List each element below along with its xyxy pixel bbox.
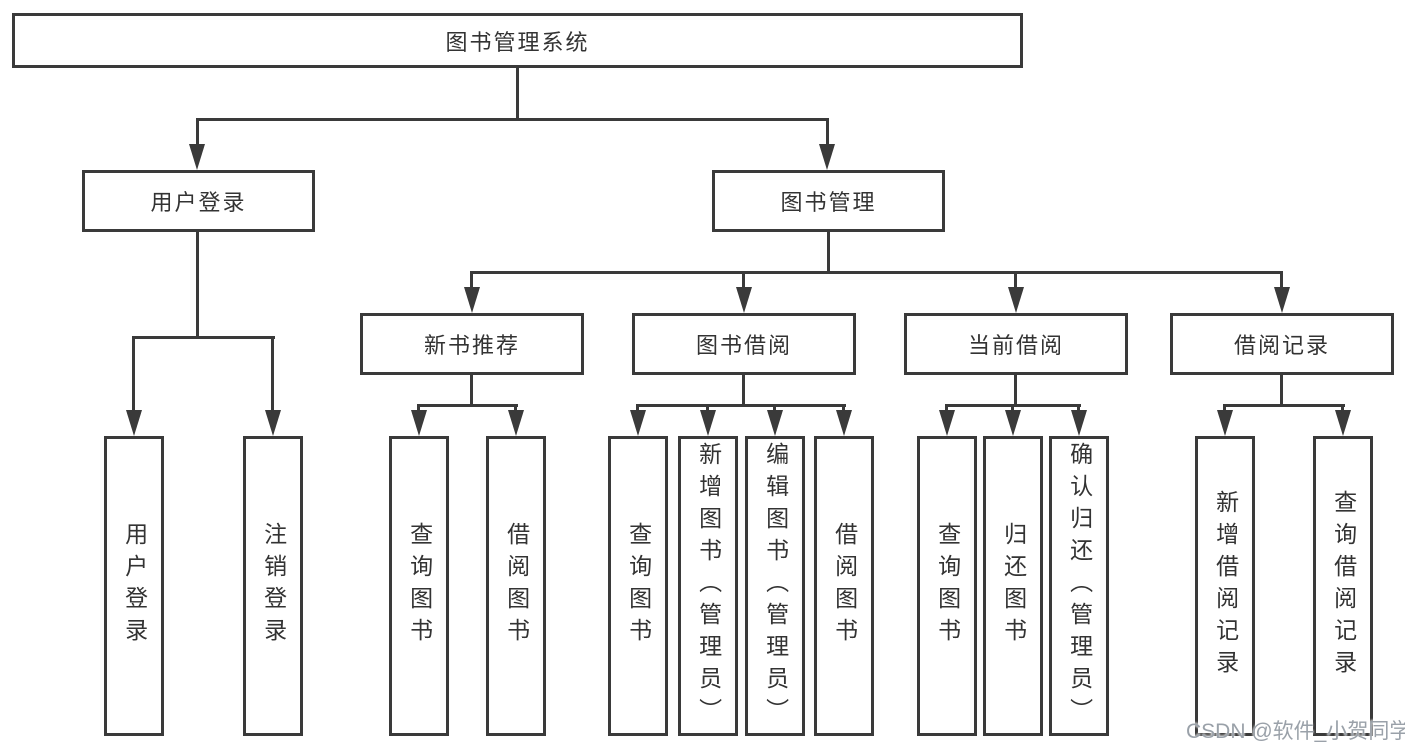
connector-vline (827, 232, 830, 274)
node-label: 用户登录 (150, 190, 247, 215)
node-leaf-query-book-current: 查询图书 (917, 436, 977, 736)
node-label: 注销登录 (260, 522, 287, 650)
connector-vline (1280, 375, 1283, 407)
connector-vline (196, 232, 199, 339)
connector-arrow-down-icon (126, 410, 142, 436)
connector-arrow-down-icon (767, 410, 783, 436)
connector-vline (516, 68, 519, 121)
connector-vline (1014, 375, 1017, 407)
connector-vline (470, 375, 473, 407)
connector-arrow-down-icon (1217, 410, 1233, 436)
node-leaf-add-borrow-record: 新增借阅记录 (1195, 436, 1255, 736)
node-book-management: 图书管理 (712, 170, 945, 232)
connector-vline (1223, 404, 1226, 414)
connector-arrow-down-icon (189, 144, 205, 170)
connector-vline (842, 404, 845, 414)
node-label: 归还图书 (1000, 522, 1027, 650)
node-leaf-query-book-recommend: 查询图书 (389, 436, 449, 736)
csdn-watermark: CSDN @软件_小贺同学 (1186, 720, 1405, 743)
connector-vline (706, 404, 709, 414)
node-new-book-recommend: 新书推荐 (360, 313, 584, 375)
node-leaf-borrow-book: 借阅图书 (814, 436, 874, 736)
connector-arrow-down-icon (508, 410, 524, 436)
connector-hline (417, 404, 518, 407)
node-leaf-borrow-book-recommend: 借阅图书 (486, 436, 546, 736)
node-label: 用户登录 (121, 522, 148, 650)
node-label: 新增图书（管理员） (695, 442, 722, 730)
connector-arrow-down-icon (700, 410, 716, 436)
node-borrow-record: 借阅记录 (1170, 313, 1394, 375)
connector-hline (1223, 404, 1345, 407)
node-label: 图书管理 (780, 190, 877, 215)
connector-arrow-down-icon (836, 410, 852, 436)
node-leaf-query-book-borrow: 查询图书 (608, 436, 668, 736)
node-leaf-query-borrow-record: 查询借阅记录 (1313, 436, 1373, 736)
connector-vline (1014, 271, 1017, 291)
connector-vline (271, 336, 274, 414)
connector-arrow-down-icon (939, 410, 955, 436)
node-leaf-edit-book-admin: 编辑图书（管理员） (745, 436, 805, 736)
node-label: 查询图书 (934, 522, 961, 650)
node-label: 确认归还（管理员） (1066, 442, 1093, 730)
node-leaf-user-login: 用户登录 (104, 436, 164, 736)
connector-vline (417, 404, 420, 414)
connector-arrow-down-icon (736, 287, 752, 313)
node-label: 当前借阅 (967, 333, 1064, 358)
connector-vline (1077, 404, 1080, 414)
node-leaf-logout-login: 注销登录 (243, 436, 303, 736)
node-label: 查询图书 (625, 522, 652, 650)
node-leaf-confirm-return-admin: 确认归还（管理员） (1049, 436, 1109, 736)
connector-vline (1011, 404, 1014, 414)
node-label: 查询图书 (406, 522, 433, 650)
connector-arrow-down-icon (411, 410, 427, 436)
connector-arrow-down-icon (1335, 410, 1351, 436)
node-label: 图书管理系统 (445, 29, 590, 55)
connector-arrow-down-icon (1005, 410, 1021, 436)
node-label: 新增借阅记录 (1212, 490, 1239, 682)
connector-hline (196, 118, 829, 121)
connector-arrow-down-icon (630, 410, 646, 436)
connector-vline (742, 375, 745, 407)
connector-vline (470, 271, 473, 291)
node-user-login: 用户登录 (82, 170, 315, 232)
connector-vline (514, 404, 517, 414)
connector-vline (945, 404, 948, 414)
node-label: 图书借阅 (695, 333, 792, 358)
connector-arrow-down-icon (819, 144, 835, 170)
connector-vline (132, 336, 135, 414)
connector-hline (636, 404, 846, 407)
connector-vline (742, 271, 745, 291)
connector-arrow-down-icon (464, 287, 480, 313)
connector-arrow-down-icon (1071, 410, 1087, 436)
connector-hline (470, 271, 1283, 274)
connector-vline (196, 118, 199, 146)
connector-vline (773, 404, 776, 414)
node-library-management-system: 图书管理系统 (12, 13, 1023, 68)
node-label: 查询借阅记录 (1330, 490, 1357, 682)
node-label: 新书推荐 (423, 333, 520, 358)
node-leaf-add-book-admin: 新增图书（管理员） (678, 436, 738, 736)
node-label: 编辑图书（管理员） (762, 442, 789, 730)
connector-arrow-down-icon (265, 410, 281, 436)
node-label: 借阅记录 (1233, 333, 1330, 358)
connector-hline (132, 336, 275, 339)
connector-vline (826, 118, 829, 146)
node-book-borrow: 图书借阅 (632, 313, 856, 375)
node-current-borrow: 当前借阅 (904, 313, 1128, 375)
node-label: 借阅图书 (503, 522, 530, 650)
connector-vline (1280, 271, 1283, 291)
connector-vline (1341, 404, 1344, 414)
node-leaf-return-book: 归还图书 (983, 436, 1043, 736)
connector-arrow-down-icon (1274, 287, 1290, 313)
connector-arrow-down-icon (1008, 287, 1024, 313)
connector-vline (636, 404, 639, 414)
node-label: 借阅图书 (831, 522, 858, 650)
